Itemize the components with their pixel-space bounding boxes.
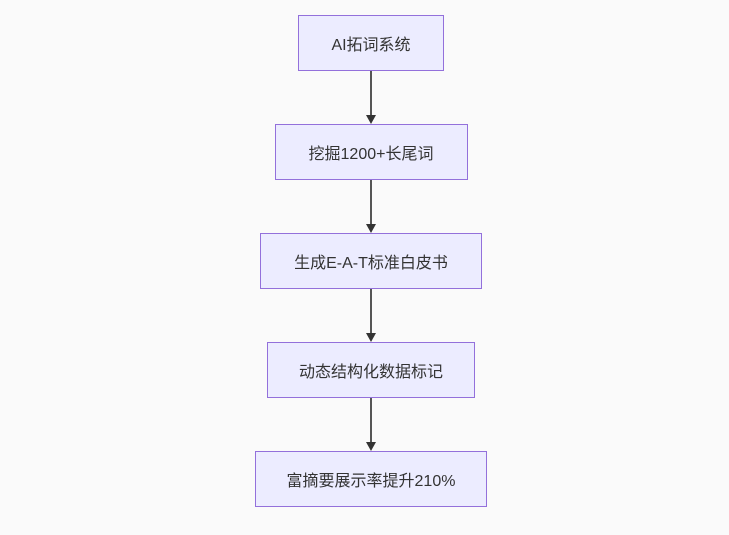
- edge-line: [370, 398, 372, 442]
- arrow-down-icon: [366, 115, 376, 124]
- flow-node-structured-data-markup: 动态结构化数据标记: [267, 342, 475, 398]
- flow-node-label: 动态结构化数据标记: [298, 364, 443, 381]
- flow-node-label: AI拓词系统: [331, 37, 411, 54]
- flow-node-ai-word-expansion: AI拓词系统: [298, 15, 444, 71]
- arrow-down-icon: [366, 442, 376, 451]
- edge-line: [370, 289, 372, 333]
- edge-line: [370, 180, 372, 224]
- flow-node-rich-snippet-result: 富摘要展示率提升210%: [255, 451, 487, 507]
- arrow-down-icon: [366, 333, 376, 342]
- flow-node-longtail-mining: 挖掘1200+长尾词: [274, 124, 468, 180]
- arrow-down-icon: [366, 224, 376, 233]
- flow-node-label: 富摘要展示率提升210%: [286, 473, 456, 490]
- flowchart: AI拓词系统 挖掘1200+长尾词 生成E-A-T标准白皮书 动态结构化数据标记: [255, 15, 487, 507]
- flow-node-label: 挖掘1200+长尾词: [308, 146, 434, 163]
- flow-edge-3: [365, 289, 377, 342]
- flow-node-label: 生成E-A-T标准白皮书: [294, 255, 448, 272]
- flow-edge-4: [365, 398, 377, 451]
- edge-line: [370, 71, 372, 115]
- flow-edge-2: [365, 180, 377, 233]
- flow-edge-1: [365, 71, 377, 124]
- flow-node-eat-whitepaper: 生成E-A-T标准白皮书: [260, 233, 482, 289]
